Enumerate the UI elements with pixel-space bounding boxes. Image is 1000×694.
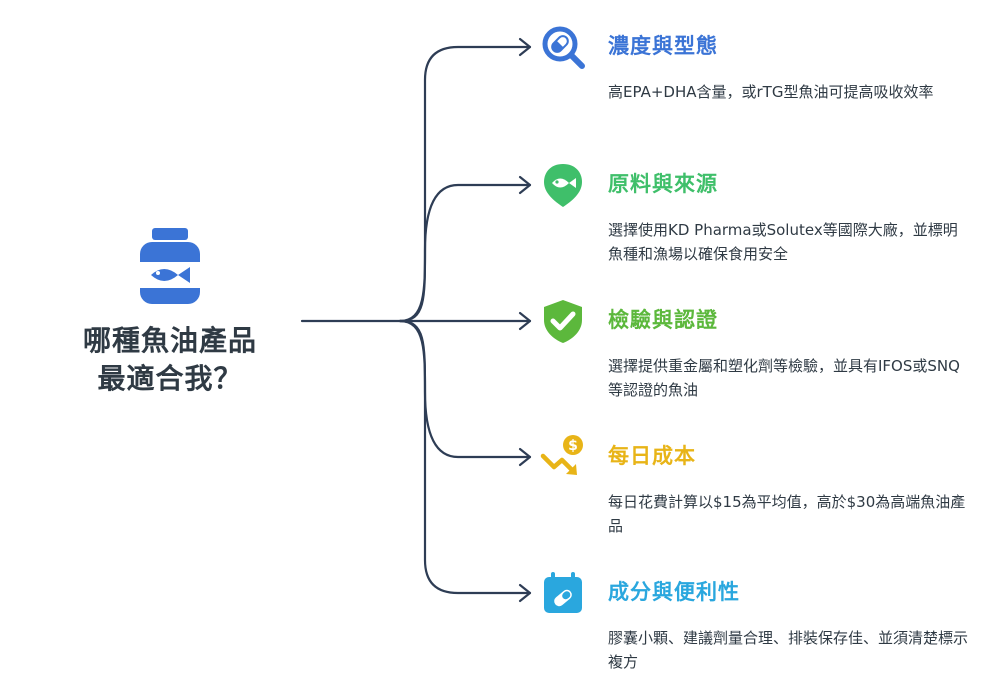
root-title-line-1: 哪種魚油產品: [82, 324, 257, 357]
arrow-head-2: [518, 175, 532, 195]
arrow-head-3: [518, 311, 532, 331]
connector-branch-2: [398, 183, 532, 323]
branch-description: 選擇使用KD Pharma或Solutex等國際大廠，並標明魚種和漁場以確保食用…: [608, 221, 958, 263]
capsule-magnifier-icon: [542, 26, 585, 69]
svg-text:$: $: [568, 438, 578, 454]
root-node: 哪種魚油產品 最適合我？: [40, 228, 300, 398]
branch-title: 檢驗與認證: [608, 308, 718, 332]
shield-check-icon: [544, 300, 582, 343]
branch-description: 高EPA+DHA含量，或rTG型魚油可提高吸收效率: [608, 83, 934, 101]
branch-title: 成分與便利性: [608, 580, 740, 604]
branch-description: 每日花費計算以$15為平均值，高於$30為高端魚油產品: [608, 493, 966, 535]
branch-title: 原料與來源: [608, 172, 718, 196]
branch-title: 濃度與型態: [608, 34, 718, 58]
calendar-capsule-icon: [544, 572, 582, 613]
arrow-head-4: [518, 447, 532, 467]
branch-title: 每日成本: [608, 444, 696, 468]
branch-description: 選擇提供重金屬和塑化劑等檢驗，並具有IFOS或SNQ等認證的魚油: [608, 357, 960, 399]
branch-description: 膠囊小顆、建議劑量合理、排裝保存佳、並須清楚標示複方: [608, 629, 969, 671]
arrow-head-1: [518, 37, 532, 57]
connector-branch-4: [398, 319, 532, 459]
root-title: 哪種魚油產品 最適合我？: [40, 322, 300, 398]
root-title-line-2: 最適合我？: [97, 362, 243, 395]
connector-branch-5: [398, 319, 532, 595]
dollar-trend-down-icon: $: [540, 435, 583, 475]
fish-location-pin-icon: [544, 164, 582, 207]
fish-oil-jar-icon: [140, 228, 200, 304]
arrow-head-5: [518, 583, 532, 603]
